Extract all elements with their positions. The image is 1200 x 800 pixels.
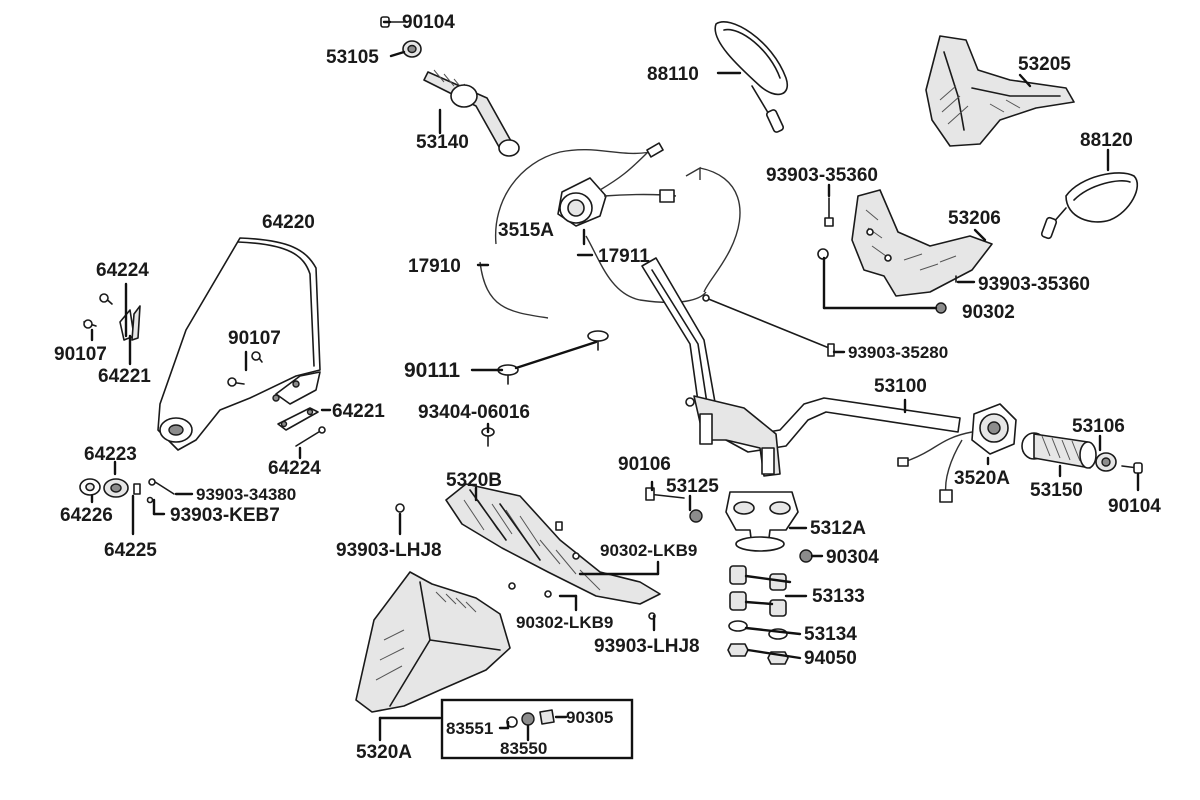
- grip-53150-drawing: [1021, 432, 1097, 469]
- label-5320b: 5320B: [446, 470, 502, 491]
- label-64225: 64225: [104, 540, 157, 561]
- label-90304: 90304: [826, 547, 879, 568]
- clamp-5312a-drawing: [645, 487, 813, 563]
- label-53140: 53140: [416, 132, 469, 153]
- grip-end-53106-drawing: [1095, 452, 1117, 472]
- label-53205: 53205: [1018, 54, 1071, 75]
- label-93903-35360-b: 93903-35360: [978, 274, 1090, 295]
- label-90305: 90305: [566, 708, 613, 727]
- switch-3520a-drawing: [897, 403, 1017, 503]
- windshield-fittings-drawing: [79, 478, 175, 504]
- switch-3515a-drawing: [479, 142, 741, 319]
- label-53206: 53206: [948, 208, 1001, 229]
- label-83550: 83550: [500, 739, 547, 758]
- cover-53205-drawing: [925, 35, 1075, 147]
- label-3520a: 3520A: [954, 468, 1010, 489]
- label-53150: 53150: [1030, 480, 1083, 501]
- label-64223: 64223: [84, 444, 137, 465]
- label-64220: 64220: [262, 212, 315, 233]
- label-64221-a: 64221: [98, 366, 151, 387]
- label-64224-a: 64224: [96, 260, 149, 281]
- label-93903-35360-a: 93903-35360: [766, 165, 878, 186]
- label-53134: 53134: [804, 624, 857, 645]
- mirror-88120-drawing: [1040, 172, 1139, 240]
- label-53125: 53125: [666, 476, 719, 497]
- label-53100: 53100: [874, 376, 927, 397]
- label-93903-lhj8-a: 93903-LHJ8: [336, 540, 442, 561]
- detail-inset-box: [440, 698, 634, 760]
- label-90104-bottom: 90104: [1108, 496, 1161, 517]
- label-53106: 53106: [1072, 416, 1125, 437]
- label-93903-keb7: 93903-KEB7: [170, 505, 280, 526]
- label-90104-top: 90104: [402, 12, 455, 33]
- label-93404-06016: 93404-06016: [418, 402, 530, 423]
- label-64221-b: 64221: [332, 401, 385, 422]
- label-53105: 53105: [326, 47, 379, 68]
- front-cover-5320a-drawing: [355, 571, 511, 713]
- label-90107-b: 90107: [228, 328, 281, 349]
- leader-lines: [90, 20, 1140, 742]
- label-90302-lkb9-b: 90302-LKB9: [516, 613, 613, 632]
- label-90111: 90111: [404, 359, 460, 382]
- label-90302: 90302: [962, 302, 1015, 323]
- label-17911: 17911: [598, 246, 650, 267]
- label-64224-b: 64224: [268, 458, 321, 479]
- bolt-90104-bottom-drawing: [1121, 462, 1143, 474]
- label-90106: 90106: [618, 454, 671, 475]
- screws-53206-drawing: [817, 197, 957, 314]
- cover-53206-drawing: [851, 189, 993, 297]
- throttle-grip-53140-drawing: [423, 69, 520, 157]
- label-88120: 88120: [1080, 130, 1133, 151]
- label-93903-lhj8-b: 93903-LHJ8: [594, 636, 700, 657]
- brackets-64221-drawing: [277, 407, 326, 447]
- rubbers-53133-drawing: [729, 565, 787, 617]
- windshield-64220-drawing: [157, 237, 321, 451]
- label-83551: 83551: [446, 719, 493, 738]
- mirror-88110-drawing: [714, 21, 789, 133]
- label-90107-a: 90107: [54, 344, 107, 365]
- label-90302-lkb9-a: 90302-LKB9: [600, 541, 697, 560]
- label-93903-35280: 93903-35280: [848, 343, 948, 362]
- grip-end-53105-drawing: [402, 40, 422, 58]
- part-number-labels: 90104 53105 53140 88110 53205 88120 9390…: [54, 12, 1161, 763]
- label-5320a: 5320A: [356, 742, 412, 763]
- handlebar-53100-drawing: [641, 257, 961, 477]
- label-17910: 17910: [408, 256, 461, 277]
- label-53133: 53133: [812, 586, 865, 607]
- label-93903-34380: 93903-34380: [196, 485, 296, 504]
- bolts-90111-drawing: [481, 330, 609, 447]
- label-88110: 88110: [647, 64, 699, 85]
- label-3515a: 3515A: [498, 220, 554, 241]
- label-5312a: 5312A: [810, 518, 866, 539]
- label-64226: 64226: [60, 505, 113, 526]
- inset-parts-drawing: [506, 709, 555, 728]
- label-94050: 94050: [804, 648, 857, 669]
